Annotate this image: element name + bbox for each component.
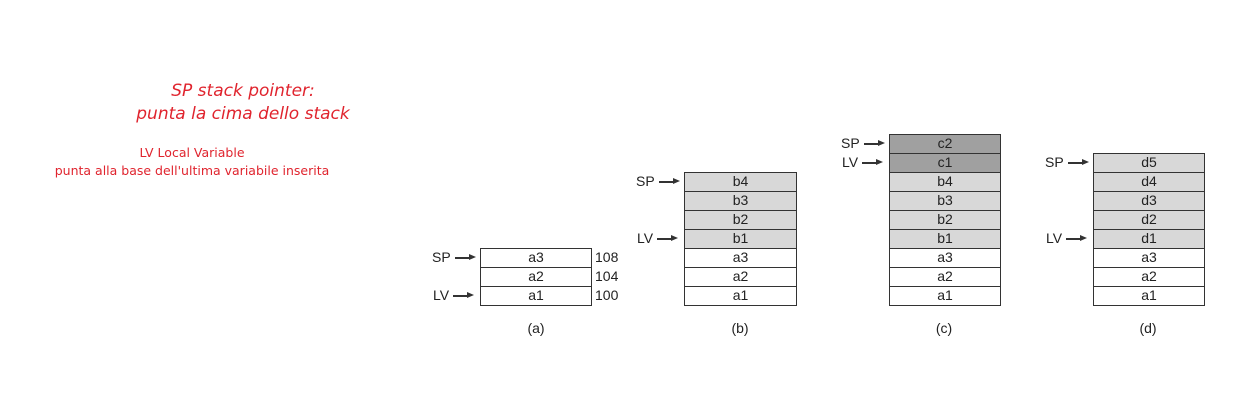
right-arrow-icon	[863, 139, 886, 149]
lv-label: LV	[1046, 230, 1063, 246]
lv-label: LV	[637, 230, 654, 246]
right-arrow-icon	[657, 234, 679, 244]
right-arrow-icon	[862, 158, 884, 168]
stack-d-cell-d1: d1	[1093, 229, 1205, 249]
stack-d-cell-d2: d2	[1093, 210, 1205, 230]
stack-c-cell-b1: b1	[889, 229, 1001, 249]
stack-a-cell-a3: a3	[480, 248, 592, 268]
stack-b-sp-pointer: SP	[636, 172, 681, 191]
stack-a-sp-pointer: SP	[432, 248, 477, 267]
sp-label: SP	[1045, 154, 1064, 170]
stack-c-sp-pointer: SP	[841, 134, 886, 153]
sp-label: SP	[432, 249, 451, 265]
stack-d-lv-pointer: LV	[1046, 229, 1088, 248]
right-arrow-icon	[1066, 234, 1088, 244]
stack-b-cell-b4: b4	[684, 172, 797, 192]
lv-annotation: LV Local Variable punta alla base dell'u…	[0, 144, 384, 180]
sp-annotation-title: SP stack pointer:	[171, 81, 315, 101]
lv-label: LV	[842, 154, 859, 170]
right-arrow-icon	[453, 291, 475, 301]
stack-b-caption: (b)	[731, 320, 749, 336]
sp-label: SP	[841, 135, 860, 151]
stack-a-lv-pointer: LV	[433, 286, 475, 305]
stack-c-cell-b2: b2	[889, 210, 1001, 230]
stack-b-cell-a1: a1	[684, 286, 797, 306]
stack-a-cell-a2: a2	[480, 267, 592, 287]
stack-b-cell-a3: a3	[684, 248, 797, 268]
stack-b-lv-pointer: LV	[637, 229, 679, 248]
stack-d-cell-d3: d3	[1093, 191, 1205, 211]
sp-annotation-desc: punta la cima dello stack	[136, 104, 350, 124]
stack-c-cell-a2: a2	[889, 267, 1001, 287]
right-arrow-icon	[658, 177, 681, 187]
stack-c-cell-c2: c2	[889, 134, 1001, 154]
stack-d-cell-a3: a3	[1093, 248, 1205, 268]
stack-d-sp-pointer: SP	[1045, 153, 1090, 172]
stack-c-cell-a1: a1	[889, 286, 1001, 306]
right-arrow-icon	[1067, 158, 1090, 168]
sp-annotation: SP stack pointer: punta la cima dello st…	[100, 80, 386, 126]
stack-c-lv-pointer: LV	[842, 153, 884, 172]
stack-b-cell-b1: b1	[684, 229, 797, 249]
stack-d-cell-a1: a1	[1093, 286, 1205, 306]
address-label-100: 100	[595, 287, 619, 303]
right-arrow-icon	[454, 253, 477, 263]
stack-d-caption: (d)	[1139, 320, 1157, 336]
stack-b-cell-b2: b2	[684, 210, 797, 230]
sp-label: SP	[636, 173, 655, 189]
stack-c-caption: (c)	[935, 320, 953, 336]
lv-label: LV	[433, 287, 450, 303]
stack-d-cell-a2: a2	[1093, 267, 1205, 287]
stack-b-cell-b3: b3	[684, 191, 797, 211]
lv-annotation-desc: punta alla base dell'ultima variabile in…	[54, 163, 330, 178]
stack-d-cell-d5: d5	[1093, 153, 1205, 173]
stack-c-cell-b3: b3	[889, 191, 1001, 211]
stack-c-cell-a3: a3	[889, 248, 1001, 268]
stack-d-cell-d4: d4	[1093, 172, 1205, 192]
address-label-108: 108	[595, 249, 619, 265]
stack-c-cell-c1: c1	[889, 153, 1001, 173]
stack-a-caption: (a)	[527, 320, 545, 336]
stack-c-cell-b4: b4	[889, 172, 1001, 192]
lv-annotation-title: LV Local Variable	[139, 145, 245, 160]
stack-a-cell-a1: a1	[480, 286, 592, 306]
stack-b-cell-a2: a2	[684, 267, 797, 287]
address-label-104: 104	[595, 268, 619, 284]
